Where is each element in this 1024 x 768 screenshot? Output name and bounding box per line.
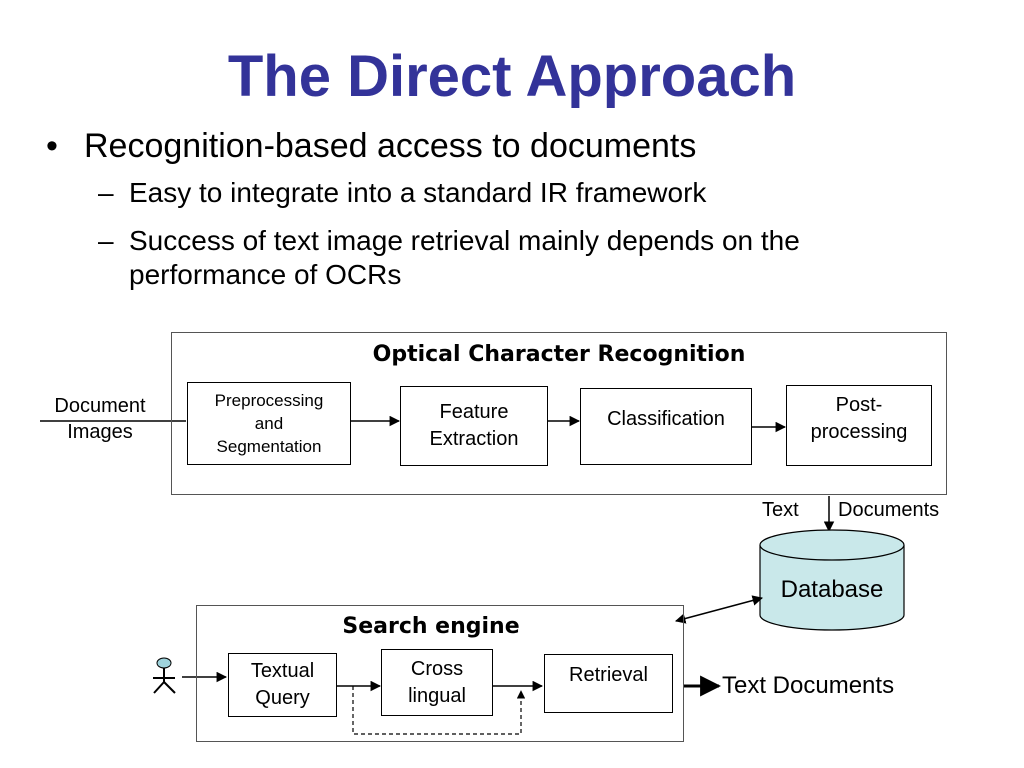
main-bullet-text: Recognition-based access to documents: [84, 127, 697, 165]
sub-bullet-text: performance of OCRs: [129, 259, 402, 290]
search-step-textual-query: Textual Query: [228, 653, 337, 717]
search-step-retrieval: Retrieval: [544, 654, 673, 713]
ocr-title: Optical Character Recognition: [372, 342, 746, 367]
sub-bullet-text: Success of text image retrieval mainly d…: [129, 225, 800, 256]
ocr-step-feature-extraction: Feature Extraction: [400, 386, 548, 466]
slide-title: The Direct Approach: [227, 44, 797, 109]
search-step-cross-lingual: Cross lingual: [381, 649, 493, 716]
search-engine-frame: [196, 605, 684, 742]
search-engine-title: Search engine: [342, 614, 520, 639]
output-text-label: Text: [762, 499, 799, 521]
dashed-bypass-arrow: [352, 686, 526, 735]
ocr-step-postprocessing: Post- processing: [786, 385, 932, 466]
bullet-dot: •: [46, 127, 58, 165]
arrow-db-search: [674, 595, 764, 624]
database-cylinder: [759, 529, 905, 631]
input-label-line2: Images: [67, 421, 133, 443]
sub-bullet-text: Easy to integrate into a standard IR fra…: [129, 177, 707, 208]
ocr-step-preprocessing: Preprocessing and Segmentation: [187, 382, 351, 465]
user-icon: [153, 657, 176, 694]
ocr-step-classification: Classification: [580, 388, 752, 465]
dash-icon: –: [98, 177, 114, 208]
dash-icon: –: [98, 225, 114, 256]
input-label-line1: Document: [54, 395, 146, 417]
output-documents-label: Documents: [838, 499, 940, 521]
search-output-label: Text Documents: [722, 672, 895, 699]
database-label: Database: [780, 576, 884, 603]
ocr-frame: [171, 332, 947, 495]
